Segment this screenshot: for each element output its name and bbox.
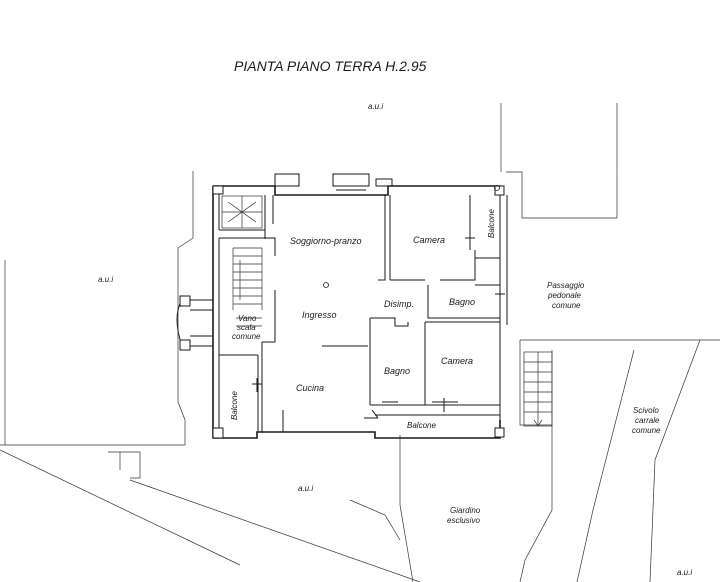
label-comune: comune [232, 332, 261, 341]
label-scivolo-3: comune [632, 426, 661, 435]
label-scala: scala [237, 323, 256, 332]
label-disimp: Disimp. [384, 299, 414, 309]
label-aui-bottom: a.u.i [298, 484, 313, 493]
label-bagno-right: Bagno [449, 297, 475, 307]
label-bagno-center: Bagno [384, 366, 410, 376]
label-ingresso: Ingresso [302, 310, 337, 320]
column-center [323, 282, 329, 288]
label-aui-left: a.u.i [98, 275, 113, 284]
label-giardino-1: Giardino [450, 506, 481, 515]
label-balcone-left: Balcone [230, 391, 239, 420]
label-balcone-right: Balcone [487, 209, 496, 238]
staircase-vano-scala [232, 247, 263, 327]
top-protrusions [274, 173, 393, 187]
left-bay [176, 295, 213, 351]
window-markers [252, 189, 505, 419]
label-passaggio-3: comune [552, 301, 581, 310]
outer-walls [212, 185, 508, 439]
label-scivolo-2: carrale [635, 416, 660, 425]
label-camera-center: Camera [441, 356, 473, 366]
label-soggiorno: Soggiorno-pranzo [290, 236, 362, 246]
label-passaggio-2: pedonale [547, 291, 581, 300]
column-right [494, 185, 500, 191]
boundary-lines [0, 103, 720, 582]
label-scivolo-1: Scivolo [633, 406, 659, 415]
corner-pillars [212, 185, 505, 439]
spiral-stair [221, 195, 263, 229]
label-balcone-bottom: Balcone [407, 421, 436, 430]
label-passaggio-1: Passaggio [547, 281, 585, 290]
label-giardino-2: esclusivo [447, 516, 480, 525]
label-aui-bottom-right: a.u.i [677, 568, 692, 577]
internal-walls [218, 195, 500, 432]
label-aui-top: a.u.i [368, 102, 383, 111]
label-vano: Vano [238, 314, 257, 323]
label-cucina: Cucina [296, 383, 324, 393]
plan-title: PIANTA PIANO TERRA H.2.95 [234, 58, 427, 74]
label-camera-top: Camera [413, 235, 445, 245]
staircase-right [523, 351, 553, 427]
